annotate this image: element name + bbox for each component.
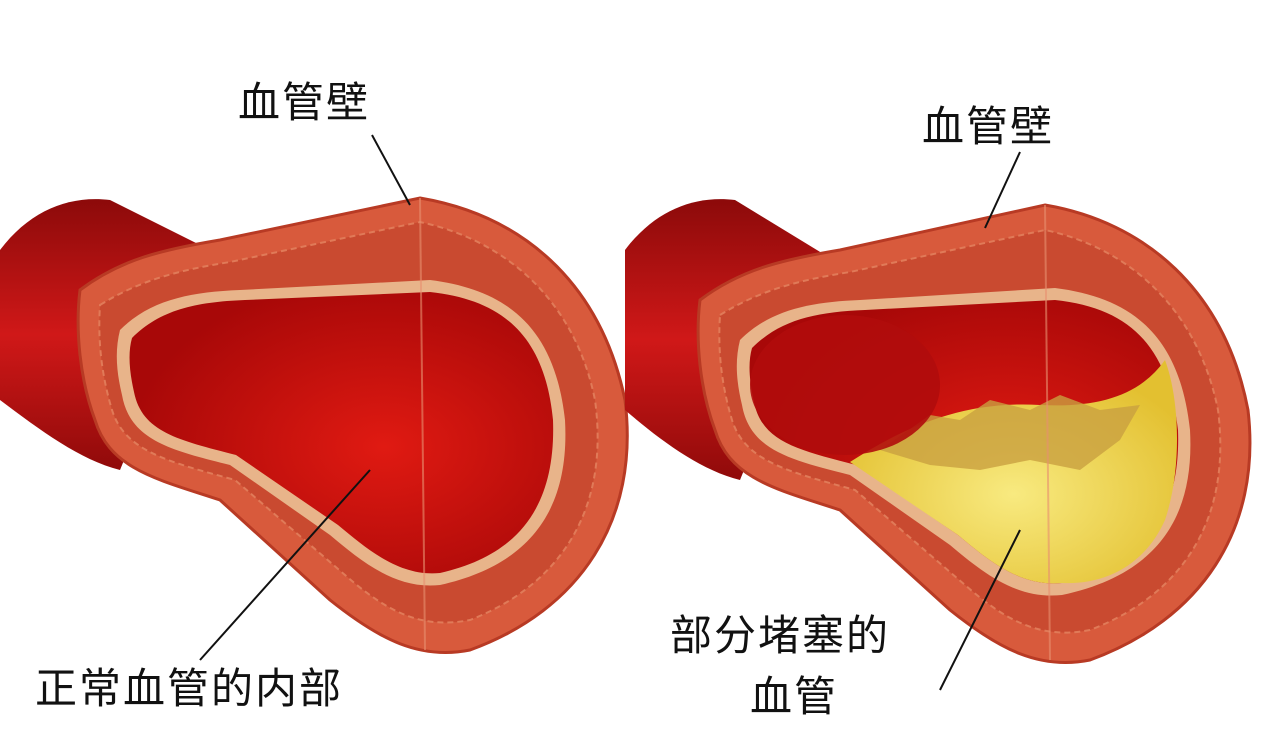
plaque-rupture: [880, 395, 1140, 470]
label-right-vessel-wall: 血管壁: [922, 102, 1055, 151]
leader-line-right-blocked: [939, 529, 1021, 691]
leader-line-right-wall: [984, 151, 1021, 229]
normal-artery: [0, 196, 629, 655]
lumen: [129, 292, 554, 574]
blocked-artery: [625, 199, 1252, 665]
label-blocked-line2: 血管: [750, 672, 839, 721]
label-blocked-line1: 部分堵塞的: [670, 611, 891, 660]
label-normal-inner: 正常血管的内部: [35, 664, 344, 713]
clot: [750, 315, 940, 455]
label-left-vessel-wall: 血管壁: [238, 78, 371, 127]
leader-line-left-wall: [371, 134, 411, 206]
leader-line-left-inner: [199, 469, 371, 661]
